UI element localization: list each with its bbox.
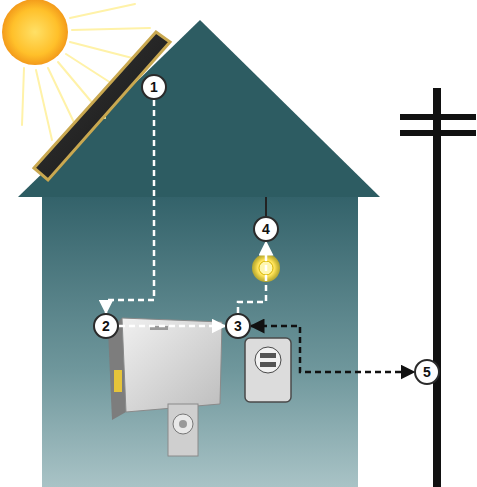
- solar-panel: [34, 32, 170, 180]
- inverter-switch-box: [168, 404, 198, 456]
- flow-arrow: [251, 326, 414, 372]
- inverter-knob-center: [179, 420, 187, 428]
- house-wall: [42, 196, 358, 487]
- utility-pole: [400, 88, 476, 487]
- house-roof: [18, 20, 380, 197]
- panel-face: [34, 32, 170, 180]
- pole-mast: [433, 88, 441, 487]
- electric-meter: [245, 338, 291, 402]
- callout-circle: 4: [253, 216, 279, 242]
- house: [18, 20, 380, 487]
- callout-circle: 1: [141, 74, 167, 100]
- inverter-knob: [173, 414, 193, 434]
- callout-number: 3: [234, 319, 242, 333]
- meter-dial: [255, 347, 281, 373]
- flow-arrow: [106, 100, 154, 313]
- callout-number: 2: [102, 319, 110, 333]
- meter-display: [260, 362, 276, 367]
- flow-arrow: [119, 325, 225, 328]
- flow-arrow: [238, 242, 266, 313]
- callout-number: 1: [150, 80, 158, 94]
- pole-crossarm: [400, 114, 476, 120]
- callout-circle: 2: [93, 313, 119, 339]
- sun-disc: [2, 0, 68, 65]
- inverter-front: [122, 318, 222, 412]
- callout-number: 4: [262, 222, 270, 236]
- meter-housing: [245, 338, 291, 402]
- inverter-label: [114, 370, 122, 392]
- pole-crossarm: [400, 130, 476, 136]
- meter-display: [260, 353, 276, 358]
- callout-number: 5: [423, 365, 431, 379]
- callout-circle: 5: [414, 359, 440, 385]
- callout-circle: 3: [225, 313, 251, 339]
- inverter: [108, 318, 222, 456]
